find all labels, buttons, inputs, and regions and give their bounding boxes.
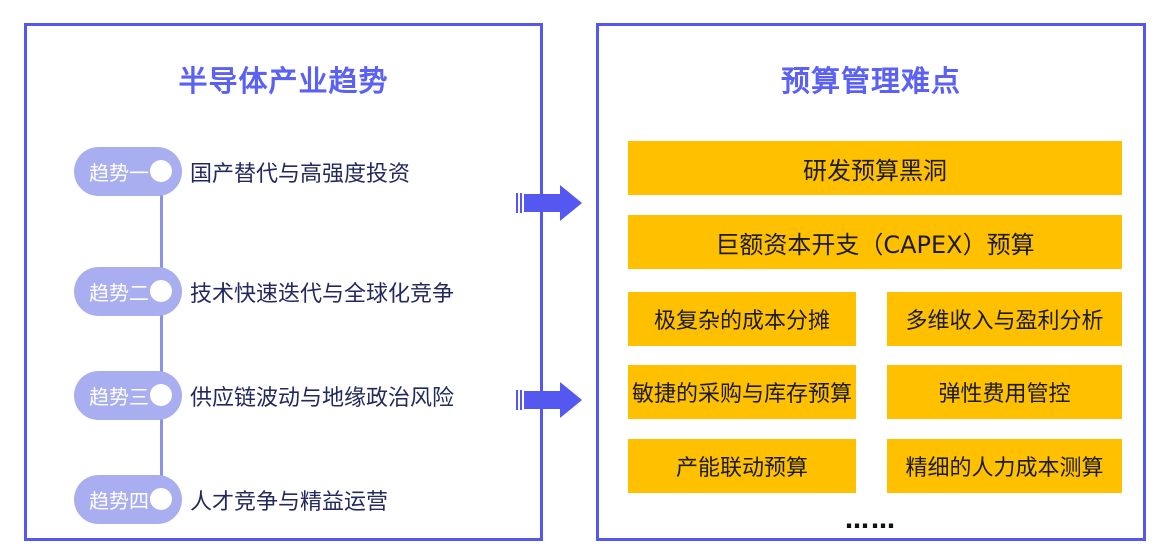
difficulty-box: 多维收入与盈利分析 <box>887 292 1122 346</box>
trend-pill-2: 趋势二 <box>74 267 182 316</box>
trend-tag: 趋势三 <box>89 385 149 409</box>
trend-row-4: 趋势四 人才竞争与精益运营 <box>74 475 388 524</box>
trend-pill-3: 趋势三 <box>74 371 182 420</box>
right-panel-title: 预算管理难点 <box>780 64 961 98</box>
trend-label: 技术快速迭代与全球化竞争 <box>190 281 455 307</box>
timeline-connector-line <box>160 171 163 499</box>
timeline-dot-icon <box>150 488 172 510</box>
timeline-dot-icon <box>150 160 172 182</box>
trend-pill-4: 趋势四 <box>74 475 182 524</box>
difficulty-box: 巨额资本开支（CAPEX）预算 <box>628 215 1122 269</box>
trend-tag: 趋势四 <box>89 489 149 513</box>
left-panel-title: 半导体产业趋势 <box>178 64 389 98</box>
difficulty-box: 产能联动预算 <box>628 439 856 493</box>
timeline-dot-icon <box>150 384 172 406</box>
industry-trends-panel: 半导体产业趋势 趋势一 国产替代与高强度投资 趋势二 技术快速迭代与全球化竞争 … <box>24 23 543 541</box>
trend-label: 国产替代与高强度投资 <box>190 161 411 187</box>
difficulty-box: 研发预算黑洞 <box>628 141 1122 195</box>
trend-pill-1: 趋势一 <box>74 147 182 196</box>
difficulty-box: 弹性费用管控 <box>887 365 1122 419</box>
difficulty-box: 极复杂的成本分摊 <box>628 292 856 346</box>
difficulty-box: 精细的人力成本测算 <box>887 439 1122 493</box>
difficulty-box: 敏捷的采购与库存预算 <box>628 365 856 419</box>
trend-label: 人才竞争与精益运营 <box>190 489 389 515</box>
timeline-dot-icon <box>150 280 172 302</box>
trend-tag: 趋势一 <box>89 161 149 185</box>
more-items-ellipsis: …… <box>845 506 897 534</box>
trend-row-2: 趋势二 技术快速迭代与全球化竞争 <box>74 267 454 316</box>
trend-tag: 趋势二 <box>89 281 149 305</box>
right-arrow-icon <box>516 185 582 221</box>
trend-label: 供应链波动与地缘政治风险 <box>190 385 455 411</box>
right-arrow-icon <box>516 382 582 418</box>
budget-difficulties-panel: 预算管理难点 研发预算黑洞 巨额资本开支（CAPEX）预算 极复杂的成本分摊 多… <box>596 23 1146 541</box>
trend-row-3: 趋势三 供应链波动与地缘政治风险 <box>74 371 454 420</box>
trend-row-1: 趋势一 国产替代与高强度投资 <box>74 147 410 196</box>
